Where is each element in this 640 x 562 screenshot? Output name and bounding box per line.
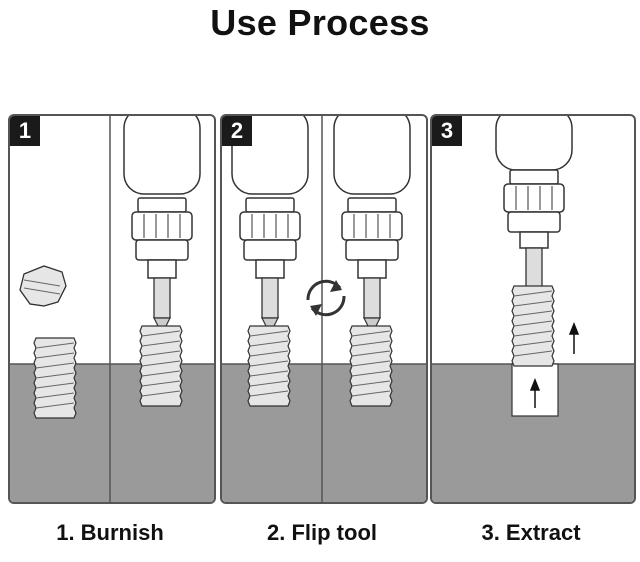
drill-icon bbox=[333, 116, 411, 319]
screw-icon bbox=[349, 325, 393, 407]
screw-icon bbox=[139, 325, 183, 407]
drill-icon bbox=[495, 116, 573, 289]
step-1-panel: 1 bbox=[8, 114, 216, 504]
page-title: Use Process bbox=[210, 2, 430, 43]
screw-icon bbox=[33, 337, 77, 419]
step-1-badge: 1 bbox=[10, 116, 40, 146]
drill-icon bbox=[231, 116, 309, 319]
step-2-illustration bbox=[222, 116, 426, 502]
step-2-badge: 2 bbox=[222, 116, 252, 146]
up-arrow-icon bbox=[568, 321, 580, 354]
step-2-caption: 2. Flip tool bbox=[267, 520, 377, 545]
step-3-illustration bbox=[432, 116, 634, 502]
step-3-panel: 3 bbox=[430, 114, 636, 504]
up-arrow-icon bbox=[529, 377, 541, 408]
step-3-badge: 3 bbox=[432, 116, 462, 146]
step-1-caption: 1. Burnish bbox=[56, 520, 164, 545]
screw-icon bbox=[247, 325, 291, 407]
step-2-panel: 2 bbox=[220, 114, 428, 504]
drill-icon bbox=[123, 116, 201, 319]
step-1-illustration bbox=[10, 116, 214, 502]
flip-arrows-icon bbox=[306, 279, 346, 317]
step-3-caption: 3. Extract bbox=[481, 520, 581, 545]
screw-icon bbox=[511, 285, 555, 367]
bolt-head-icon bbox=[19, 265, 67, 307]
